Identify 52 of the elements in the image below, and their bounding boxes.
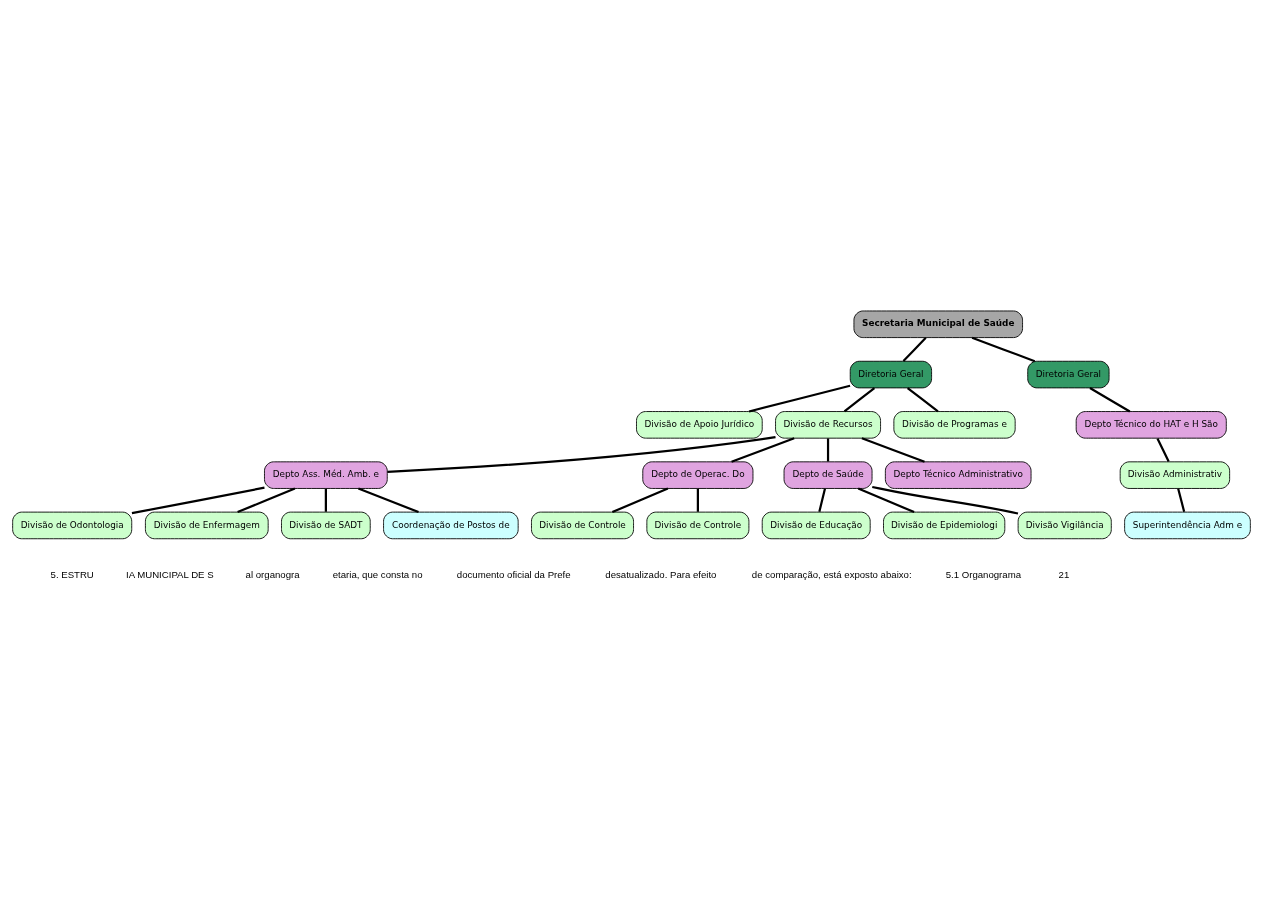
connector — [696, 488, 699, 512]
connector — [324, 488, 327, 512]
connector — [731, 436, 795, 463]
node-box: Depto Técnico Administrativo — [884, 460, 1032, 489]
connector — [1156, 437, 1170, 462]
node-box: Diretoria Geral — [1027, 360, 1110, 388]
node-box: Superintendência Adm e — [1124, 511, 1251, 539]
node-box: Divisão de Programas e — [893, 410, 1016, 439]
label: 5. ESTRU — [50, 568, 94, 580]
label: documento oficial da Prefe — [456, 568, 571, 580]
node-box: Diretoria Geral — [849, 360, 933, 388]
connector — [872, 485, 1019, 515]
connector — [902, 336, 927, 362]
node-box: Depto de Operac. Do — [642, 460, 754, 489]
connector — [861, 436, 925, 463]
node-box: Divisão de Controle — [531, 511, 634, 539]
connector — [818, 487, 826, 512]
label: al organogra — [245, 568, 300, 580]
node-box: Depto de Saúde — [783, 460, 873, 489]
connector — [857, 487, 915, 513]
connector — [906, 386, 939, 412]
connector — [1089, 386, 1131, 412]
node-box: Divisão de Epidemiologi — [883, 511, 1006, 539]
node-box: Divisão de Controle — [646, 511, 750, 539]
connector — [826, 437, 830, 461]
node-box: Depto Ass. Méd. Amb. e — [264, 460, 388, 489]
connector — [843, 386, 876, 412]
node-box: Divisão de Apoio Jurídico — [636, 410, 763, 439]
node-box: Divisão Vigilância — [1017, 511, 1112, 539]
label: desatualizado. Para efeito — [605, 568, 717, 580]
connector — [971, 336, 1036, 362]
node-box: Depto Técnico do HAT e H São — [1075, 410, 1227, 439]
node-box: Coordenação de Postos de — [383, 511, 519, 539]
node-box: Divisão Administrativ — [1119, 460, 1231, 489]
node-box: Divisão de Educação — [761, 511, 871, 539]
label: 21 — [1058, 568, 1070, 580]
node-box: Divisão de Enfermagem — [144, 511, 269, 539]
connector — [611, 487, 669, 513]
connector — [357, 487, 419, 513]
connector — [131, 486, 265, 514]
node-box: Divisão de Recursos — [775, 410, 881, 439]
node-box: Secretaria Municipal de Saúde — [853, 310, 1023, 338]
connector — [1177, 487, 1186, 512]
connector — [748, 384, 851, 413]
connector — [387, 435, 776, 473]
label: de comparação, está exposto abaixo: — [751, 568, 912, 580]
label: etaria, que consta no — [332, 568, 423, 580]
label: 5.1 Organograma — [945, 568, 1022, 580]
node-box: Divisão de SADT — [281, 511, 371, 539]
label: IA MUNICIPAL DE S — [126, 568, 214, 580]
connector — [237, 487, 296, 513]
node-box: Divisão de Odontologia — [12, 511, 133, 539]
